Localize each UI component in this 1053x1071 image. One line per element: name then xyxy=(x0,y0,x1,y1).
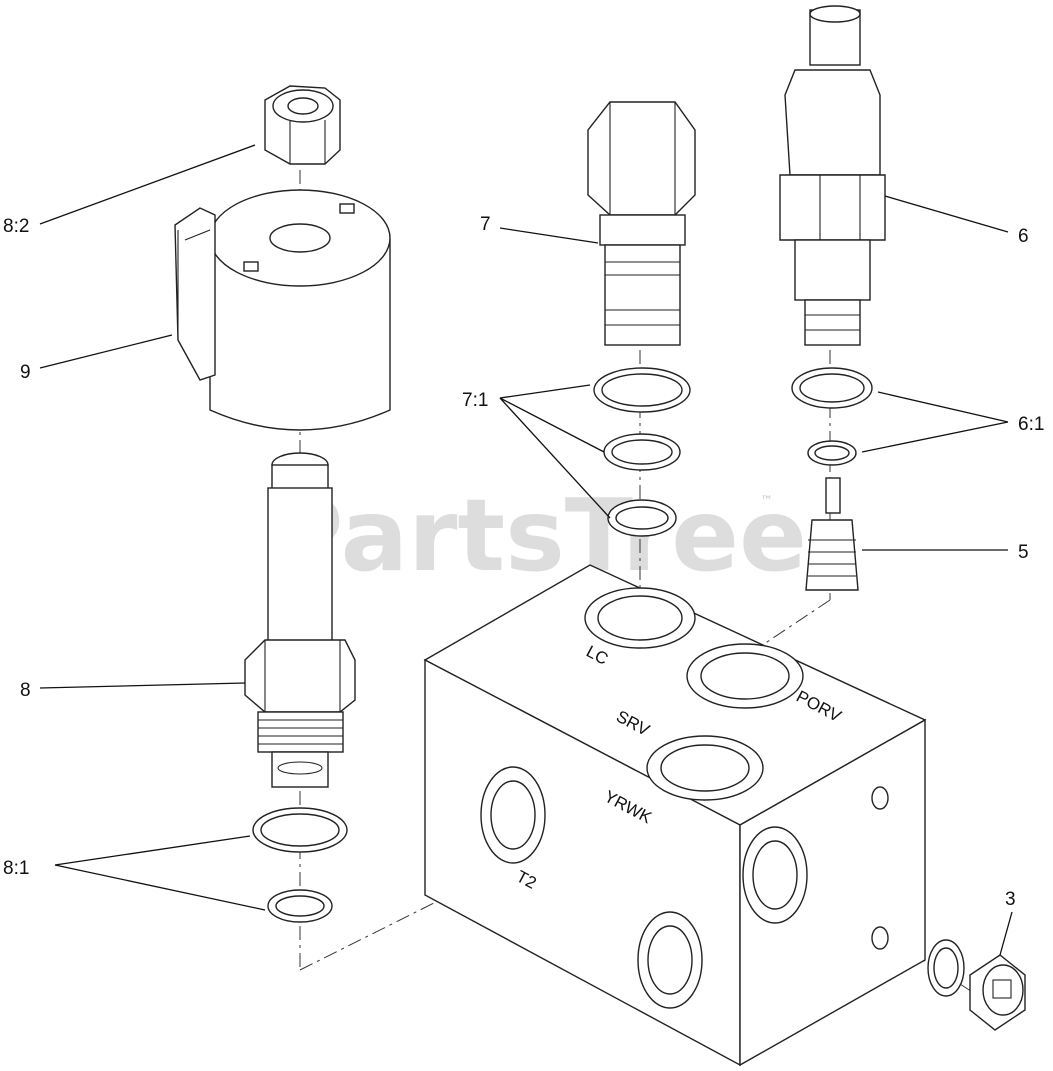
callout-7-1: 7:1 xyxy=(462,390,488,411)
callout-3: 3 xyxy=(1005,889,1016,910)
relief-valve-part-7 xyxy=(587,101,696,346)
o-rings-part-8-1 xyxy=(252,807,348,923)
srv-port xyxy=(646,735,764,801)
callout-8: 8 xyxy=(20,680,31,701)
callout-5: 5 xyxy=(1018,542,1029,563)
callout-6-1: 6:1 xyxy=(1018,414,1044,435)
side-port xyxy=(742,826,808,924)
valve-cartridge-part-8 xyxy=(244,452,356,788)
valve-part-6 xyxy=(779,5,886,346)
callout-6: 6 xyxy=(1018,226,1029,247)
lc-port xyxy=(584,587,696,649)
front-lower-port xyxy=(637,911,703,1009)
watermark-trademark: ™ xyxy=(760,494,773,509)
callouts: 8:2 9 8 8:1 7 7:1 6 6:1 5 3 xyxy=(3,214,1044,910)
porv-port xyxy=(686,643,804,709)
o-rings-part-6-1 xyxy=(791,367,873,466)
solenoid-coil-part-9 xyxy=(174,189,391,431)
t2-port xyxy=(480,766,546,864)
callout-8-2: 8:2 xyxy=(3,216,29,237)
manifold-block xyxy=(423,564,927,1067)
leader-lines xyxy=(39,144,1013,956)
callout-9: 9 xyxy=(20,362,31,383)
callout-7: 7 xyxy=(480,214,491,235)
callout-8-1: 8:1 xyxy=(3,858,29,879)
plug-part-3 xyxy=(927,939,1026,1031)
nut-part-8-2 xyxy=(264,85,341,165)
spool-part-5 xyxy=(805,477,859,591)
o-rings-part-7-1 xyxy=(593,367,691,537)
watermark-text: PartsTree xyxy=(270,477,807,594)
